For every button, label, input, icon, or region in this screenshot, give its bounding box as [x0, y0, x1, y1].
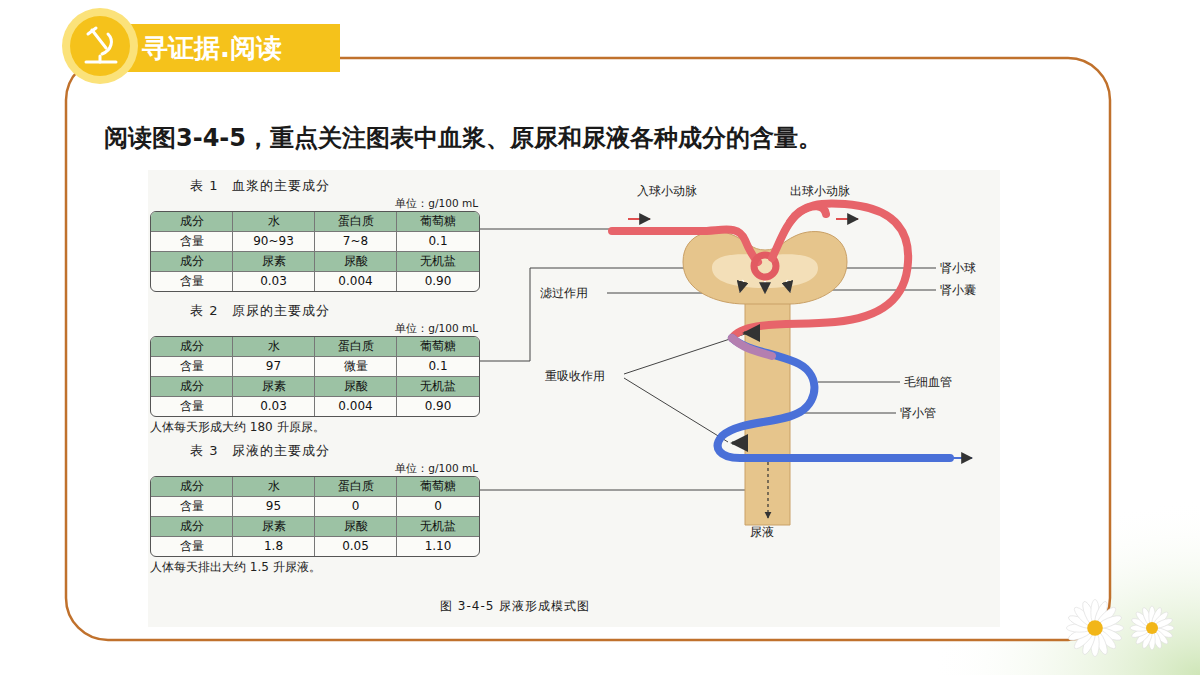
- table-cell: 7~8: [315, 232, 397, 252]
- table-cell: 0.1: [397, 232, 479, 252]
- table-cell: 0.90: [397, 397, 479, 416]
- table-cell: 0.05: [315, 537, 397, 556]
- capillary-red: [732, 204, 908, 338]
- panel: [66, 58, 1110, 640]
- table-cell: 成分: [151, 337, 233, 357]
- table-note: 人体每天排出大约 1.5 升尿液。: [150, 559, 480, 576]
- table-unit: 单位：g/100 mL: [150, 460, 480, 476]
- table-cell: 0.004: [315, 272, 397, 291]
- table-cell: 成分: [151, 517, 233, 537]
- renal-capsule: [683, 232, 847, 304]
- flow-arrow: [952, 457, 972, 459]
- table-cell: 97: [233, 357, 315, 377]
- table-cell: 尿酸: [315, 517, 397, 537]
- table-cell: 0.1: [397, 357, 479, 377]
- data-table: 表 3 尿液的主要成分单位：g/100 mL成分水蛋白质葡萄糖含量9500成分尿…: [150, 442, 480, 576]
- table-cell: 0: [315, 497, 397, 517]
- table-unit: 单位：g/100 mL: [150, 320, 480, 336]
- afferent-arteriole: [612, 229, 758, 262]
- table-cell: 含量: [151, 397, 233, 416]
- reabsorption-arrow: [732, 442, 748, 445]
- table-cell: 0.03: [233, 397, 315, 416]
- process-label: 滤过作用: [540, 285, 588, 302]
- table-grid: 成分水蛋白质葡萄糖含量97微量0.1成分尿素尿酸无机盐含量0.030.0040.…: [150, 336, 480, 417]
- part-label: 肾小管: [900, 405, 936, 422]
- table-cell: 蛋白质: [315, 477, 397, 497]
- table-cell: 0.03: [233, 272, 315, 291]
- microscope-icon: [86, 28, 116, 62]
- table-cell: 95: [233, 497, 315, 517]
- table-cell: 含量: [151, 272, 233, 291]
- table-cell: 成分: [151, 252, 233, 272]
- table-cell: 水: [233, 337, 315, 357]
- table-cell: 0.90: [397, 272, 479, 291]
- table-cell: 微量: [315, 357, 397, 377]
- table-cell: 蛋白质: [315, 337, 397, 357]
- table-cell: 0.004: [315, 397, 397, 416]
- reabsorption-arrow: [744, 332, 760, 335]
- header-band: [118, 24, 340, 72]
- capillary-mixed: [732, 338, 772, 356]
- table-cell: 尿素: [233, 517, 315, 537]
- table-cell: 含量: [151, 537, 233, 556]
- capillary-blue: [718, 338, 950, 458]
- table-cell: 成分: [151, 477, 233, 497]
- data-table: 表 2 原尿的主要成分单位：g/100 mL成分水蛋白质葡萄糖含量97微量0.1…: [150, 302, 480, 436]
- table-note: 人体每天形成大约 180 升原尿。: [150, 419, 480, 436]
- table-grid: 成分水蛋白质葡萄糖含量9500成分尿素尿酸无机盐含量1.80.051.10: [150, 476, 480, 557]
- flow-arrow: [836, 218, 858, 220]
- part-label: 尿液: [750, 524, 774, 541]
- data-table: 表 1 血浆的主要成分单位：g/100 mL成分水蛋白质葡萄糖含量90~937~…: [150, 177, 480, 292]
- figure-ground: [148, 170, 1000, 627]
- table-cell: 90~93: [233, 232, 315, 252]
- daisy-decoration: [1066, 599, 1174, 656]
- table-title: 表 3 尿液的主要成分: [150, 442, 480, 460]
- table-title: 表 1 血浆的主要成分: [150, 177, 480, 195]
- table-cell: 尿酸: [315, 377, 397, 397]
- table-cell: 无机盐: [397, 517, 479, 537]
- table-cell: 无机盐: [397, 252, 479, 272]
- part-label: 肾小球: [940, 260, 976, 277]
- table-cell: 含量: [151, 232, 233, 252]
- table-cell: 尿酸: [315, 252, 397, 272]
- table-cell: 0: [397, 497, 479, 517]
- table-cell: 成分: [151, 377, 233, 397]
- table-grid: 成分水蛋白质葡萄糖含量90~937~80.1成分尿素尿酸无机盐含量0.030.0…: [150, 211, 480, 292]
- part-label: 肾小囊: [940, 282, 976, 299]
- table-unit: 单位：g/100 mL: [150, 195, 480, 211]
- header-icon-ground: [62, 8, 138, 84]
- process-label: 重吸收作用: [545, 368, 605, 385]
- table-title: 表 2 原尿的主要成分: [150, 302, 480, 320]
- table-cell: 水: [233, 212, 315, 232]
- table-cell: 葡萄糖: [397, 337, 479, 357]
- table-cell: 水: [233, 477, 315, 497]
- table-cell: 1.10: [397, 537, 479, 556]
- table-cell: 葡萄糖: [397, 212, 479, 232]
- urine-arrow: [767, 462, 768, 518]
- flow-arrow: [628, 218, 650, 220]
- table-cell: 含量: [151, 497, 233, 517]
- table-cell: 葡萄糖: [397, 477, 479, 497]
- table-cell: 尿素: [233, 252, 315, 272]
- part-label: 出球小动脉: [790, 183, 850, 200]
- table-cell: 尿素: [233, 377, 315, 397]
- heading: 寻证据.阅读: [142, 30, 282, 66]
- leader-lines: [480, 229, 936, 490]
- part-label: 入球小动脉: [637, 183, 697, 200]
- header-icon: [70, 16, 130, 76]
- filtration-arrows: [740, 280, 790, 293]
- table-cell: 含量: [151, 357, 233, 377]
- table-cell: 蛋白质: [315, 212, 397, 232]
- table-cell: 1.8: [233, 537, 315, 556]
- table-cell: 无机盐: [397, 377, 479, 397]
- part-label: 毛细血管: [904, 374, 952, 391]
- instruction: 阅读图3-4-5，重点关注图表中血浆、原尿和尿液各种成分的含量。: [104, 122, 822, 154]
- caption: 图 3-4-5 尿液形成模式图: [440, 598, 590, 615]
- renal-tubule: [745, 300, 790, 525]
- table-cell: 成分: [151, 212, 233, 232]
